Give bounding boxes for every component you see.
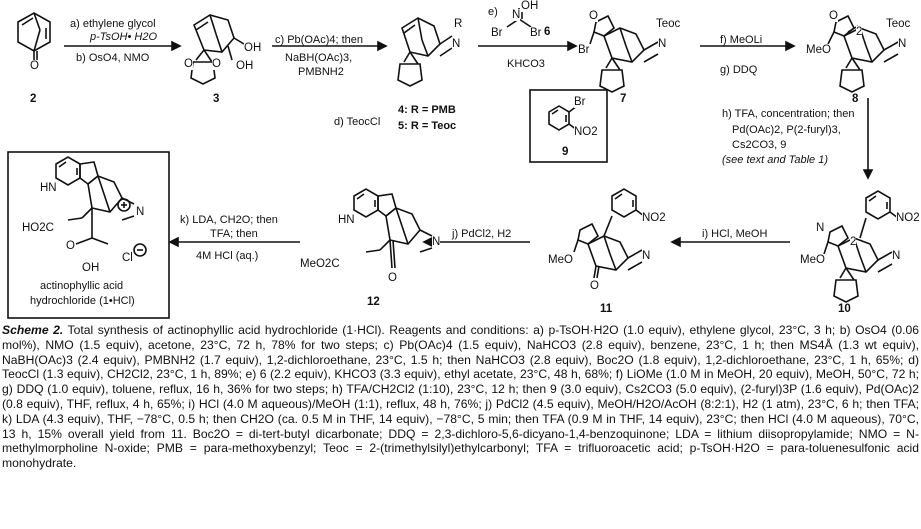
atom-teoc-7: Teoc — [656, 18, 681, 30]
cond-e-label: e) — [488, 6, 498, 18]
atom-o-3b: O — [212, 58, 221, 70]
cond-h-line1: h) TFA, concentration; then — [722, 108, 855, 120]
cond-j: j) PdCl2, H2 — [452, 228, 512, 240]
cond-d: d) TeocCl — [334, 116, 381, 128]
compound-label-2: 2 — [30, 93, 37, 105]
atom-n-4: N — [452, 38, 461, 50]
atom-br-7: Br — [578, 44, 590, 56]
atom-n-11: N — [642, 250, 651, 262]
cond-c-line1: c) Pb(OAc)4; then — [275, 34, 364, 46]
atom-cl-1: Cl — [122, 252, 133, 264]
cond-h-line2: Pd(OAc)2, P(2-furyl)3, — [732, 124, 841, 136]
atom-two-8: 2 — [856, 26, 863, 38]
compound-label-6: 6 — [544, 26, 551, 38]
atom-meo-8: MeO — [806, 44, 831, 56]
arrow-ab — [64, 40, 182, 52]
compound-label-7: 7 — [620, 93, 627, 105]
scheme-caption: Scheme 2. Total synthesis of actinophyll… — [2, 323, 919, 471]
compound-label-10: 10 — [838, 303, 851, 315]
structure-3 — [190, 14, 245, 85]
cond-c-line3: PMBNH2 — [298, 66, 344, 78]
atom-br-6b: Br — [530, 27, 542, 39]
atom-hn-12: HN — [338, 214, 355, 226]
arrow-i — [670, 236, 790, 248]
cond-h-line4: (see text and Table 1) — [722, 154, 828, 166]
atom-meo-10: MeO — [800, 254, 825, 266]
arrow-fg — [700, 40, 796, 52]
scheme-label: Scheme 2. — [2, 323, 64, 337]
atom-n-1: N — [136, 206, 145, 218]
atom-oh-6: OH — [521, 0, 539, 12]
cond-b: b) OsO4, NMO — [76, 52, 150, 64]
atom-teoc-8: Teoc — [886, 18, 911, 30]
atom-br-9: Br — [574, 96, 586, 108]
cond-a-line1: a) ethylene glycol — [70, 18, 156, 30]
cond-f: f) MeOLi — [720, 34, 763, 46]
atom-o-3: O — [184, 58, 193, 70]
scheme-drawing — [7, 8, 899, 319]
atom-ringn-10: N — [816, 222, 825, 234]
structure-12 — [353, 188, 433, 269]
arrow-h — [862, 98, 874, 180]
atom-o-7: O — [589, 10, 598, 22]
atom-o-2: O — [30, 60, 39, 72]
atom-r-4: R — [454, 18, 463, 30]
cond-c-line2: NaBH(OAc)3, — [285, 52, 353, 64]
compound-label-9: 9 — [562, 146, 569, 158]
atom-oh-1: OH — [82, 262, 100, 274]
compound-label-3: 3 — [213, 93, 220, 105]
compound-label-12: 12 — [367, 296, 380, 308]
compound-label-8: 8 — [852, 93, 859, 105]
cond-i: i) HCl, MeOH — [702, 228, 768, 240]
atom-n-8: N — [898, 38, 907, 50]
atom-meo-11: MeO — [548, 254, 573, 266]
cond-r5: 5: R = Teoc — [398, 120, 457, 132]
atom-br-6a: Br — [491, 27, 503, 39]
arrow-k — [168, 236, 300, 248]
atom-oh-3: OH — [236, 60, 254, 72]
atom-oh-3b: OH — [244, 42, 262, 54]
atom-n-10: N — [892, 250, 901, 262]
structure-11 — [573, 188, 645, 279]
atom-meo2c-12: MeO2C — [300, 258, 340, 270]
product-1-name-line2: hydrochloride (1•HCl) — [30, 295, 135, 307]
atom-no2-11: NO2 — [642, 212, 666, 224]
atom-n-7: N — [658, 38, 667, 50]
atom-hn-1: HN — [40, 182, 57, 194]
structure-7 — [589, 14, 659, 93]
cond-g: g) DDQ — [720, 64, 758, 76]
cond-e-reagent: KHCO3 — [507, 58, 545, 70]
atom-o-1: O — [66, 240, 75, 252]
atom-two-10: 2 — [850, 236, 857, 248]
structure-2 — [17, 12, 51, 60]
atom-n-12: N — [432, 236, 441, 248]
atom-o-12: O — [388, 272, 397, 284]
structure-4-5 — [397, 17, 453, 87]
structure-10 — [823, 190, 899, 303]
atom-ho2c-1: HO2C — [22, 222, 54, 234]
arrow-c — [272, 40, 388, 52]
cond-k-line3: 4M HCl (aq.) — [196, 250, 259, 262]
atom-o-11: O — [590, 280, 599, 292]
cond-k-line1: k) LDA, CH2O; then — [180, 214, 278, 226]
atom-no2-9: NO2 — [574, 126, 598, 138]
compound-label-11: 11 — [600, 303, 613, 315]
product-1-name-line1: actinophyllic acid — [40, 280, 124, 292]
cond-a-line2: p-TsOH• H2O — [90, 31, 158, 43]
product-1-box — [7, 151, 170, 319]
cond-h-line3: Cs2CO3, 9 — [732, 139, 787, 151]
cond-r4: 4: R = PMB — [398, 104, 456, 116]
atom-no2-10: NO2 — [896, 212, 920, 224]
atom-n-6: N — [512, 9, 521, 21]
scheme-caption-text: Total synthesis of actinophyllic acid hy… — [2, 323, 919, 471]
cond-k-line2: TFA; then — [210, 228, 258, 240]
atom-o-8: O — [829, 10, 838, 22]
